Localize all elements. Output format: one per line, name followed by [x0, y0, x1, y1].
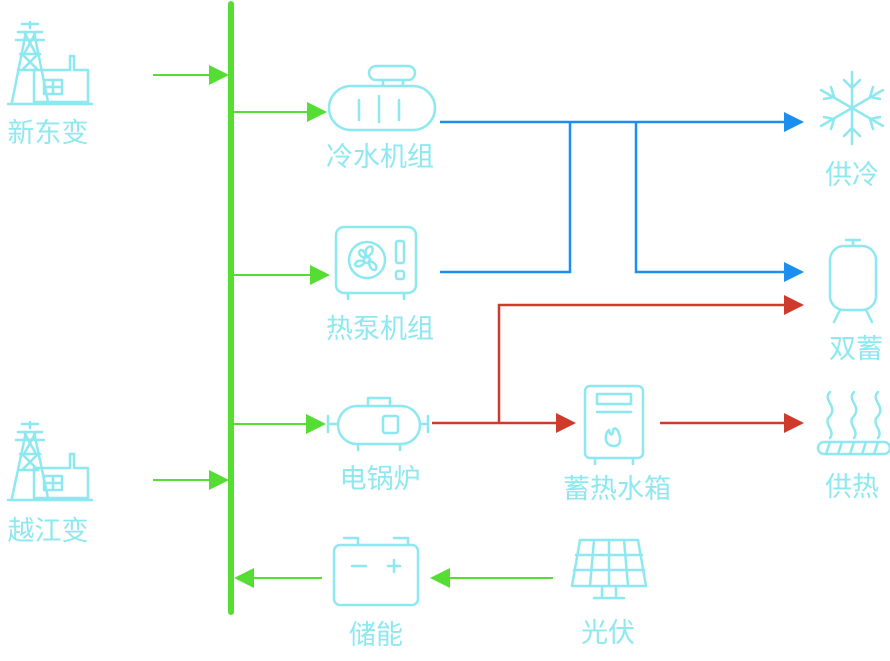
storage-tank-icon: [828, 238, 878, 324]
pipe-to-dual-storage: [634, 122, 804, 282]
solar-panel-icon: [570, 538, 648, 600]
heat-storage-tank-icon: [583, 384, 645, 466]
cooling-pipes: [440, 112, 804, 282]
electric-boiler-icon: [326, 396, 430, 452]
heat-pump-icon: [334, 225, 418, 301]
heating-icon: [816, 390, 890, 456]
label-battery-storage: 储能: [349, 620, 403, 651]
substation-icon: [6, 420, 94, 502]
snowflake-icon: [819, 70, 885, 146]
battery-icon: [332, 536, 420, 607]
pipe-boiler-to-dual-storage: [497, 295, 804, 423]
substation-icon: [6, 20, 94, 106]
pipe-heatpump-riser: [440, 122, 572, 274]
label-solar: 光伏: [581, 618, 635, 649]
label-dual-storage: 双蓄: [829, 334, 883, 365]
label-electric-boiler: 电锅炉: [339, 464, 421, 495]
chiller-icon: [327, 64, 437, 132]
label-xindong-substation: 新东变: [7, 118, 89, 149]
label-heating-supply: 供热: [825, 472, 879, 503]
label-chiller: 冷水机组: [326, 142, 434, 173]
label-heat-pump: 热泵机组: [326, 314, 434, 345]
power-links: [153, 65, 553, 588]
label-yuejiang-substation: 越江变: [7, 516, 89, 547]
label-heat-storage-tank: 蓄热水箱: [563, 474, 671, 505]
label-cooling-supply: 供冷: [825, 160, 879, 191]
heating-pipes: [432, 295, 804, 433]
